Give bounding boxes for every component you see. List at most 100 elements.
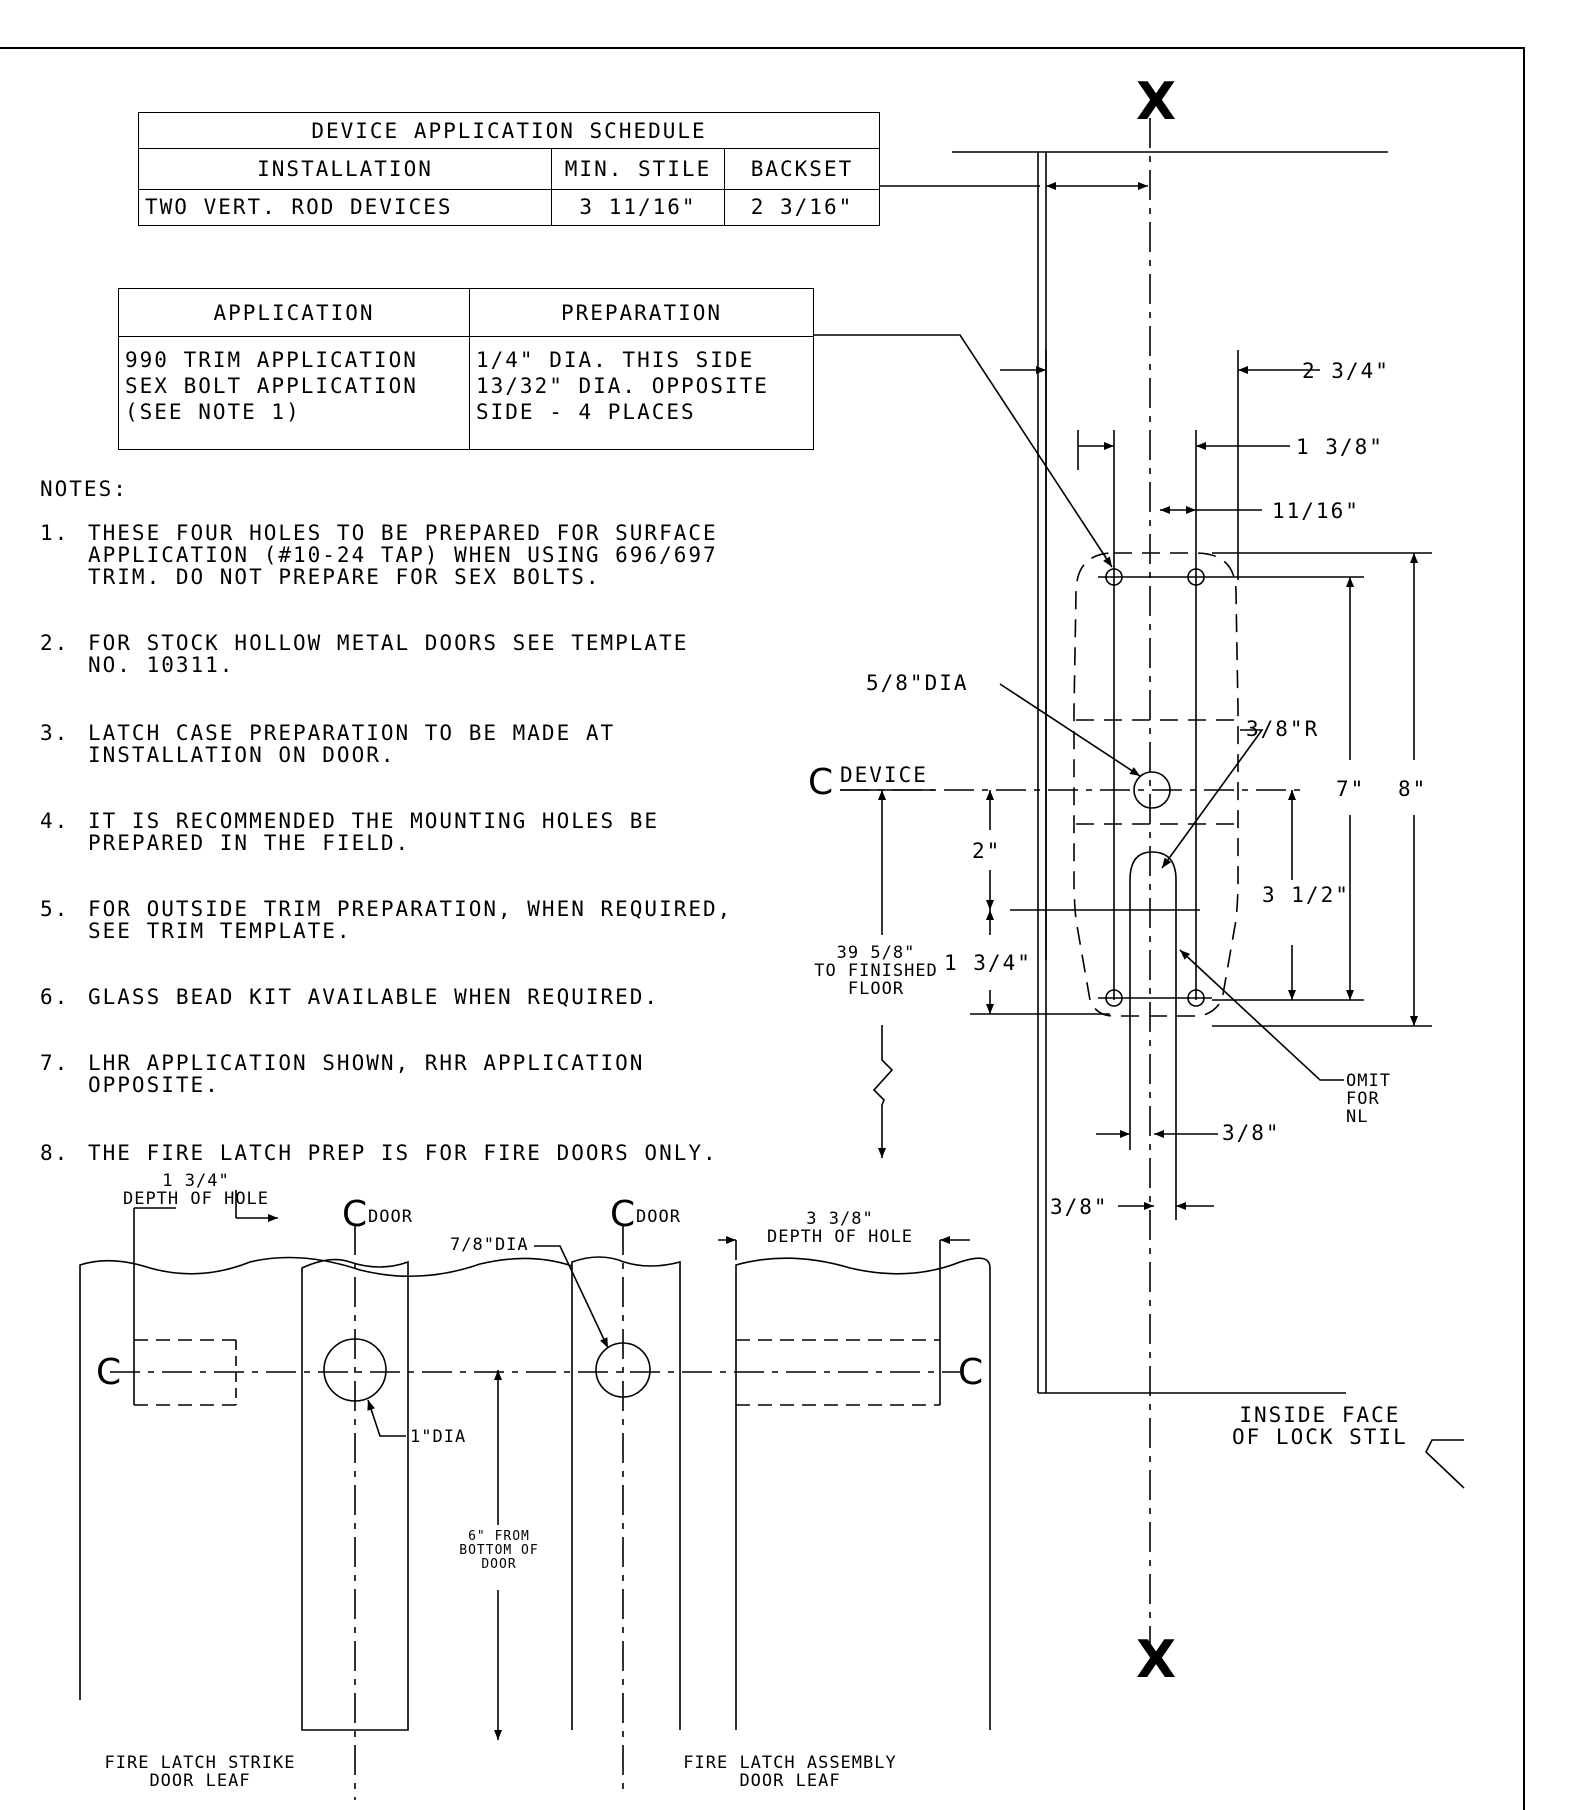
x-mark-top: X (1136, 72, 1177, 132)
note-line: LATCH CASE PREPARATION TO BE MADE AT (88, 721, 616, 745)
dim-3-8-label-a: 3/8" (1222, 1121, 1281, 1145)
strike-leaf-caption: FIRE LATCH STRIKE DOOR LEAF (80, 1754, 320, 1790)
assembly-caption-line: FIRE LATCH ASSEMBLY (683, 1753, 897, 1773)
depth-right-caption: DEPTH OF HOLE (766, 1227, 914, 1247)
from-bottom-line: DOOR (481, 1557, 517, 1572)
note-line: GLASS BEAD KIT AVAILABLE WHEN REQUIRED. (88, 985, 660, 1009)
latch-slot (1129, 851, 1177, 1016)
inside-face-line: OF LOCK STIL (1232, 1425, 1408, 1449)
note-number: 6. (40, 985, 70, 1009)
note-line: THESE FOUR HOLES TO BE PREPARED FOR SURF… (88, 521, 718, 545)
prep-prep-line: SIDE - 4 PLACES (476, 400, 696, 424)
note-1: 1. THESE FOUR HOLES TO BE PREPARED FOR SU… (40, 522, 718, 588)
note-5: 5. FOR OUTSIDE TRIM PREPARATION, WHEN REQ… (40, 898, 732, 942)
floor-note: 39 5/8" TO FINISHED FLOOR (796, 944, 956, 998)
prep-app-line: SEX BOLT APPLICATION (125, 374, 418, 398)
door-centerline-symbol-b: C (610, 1194, 636, 1235)
door-label-a: DOOR (368, 1207, 413, 1227)
note-6: 6. GLASS BEAD KIT AVAILABLE WHEN REQUIRED… (40, 986, 659, 1008)
note-line: NO. 10311. (88, 653, 235, 677)
dia-7-8-leader (534, 1245, 609, 1349)
depth-of-hole-left: 1 3/4" DEPTH OF HOLE (96, 1172, 296, 1208)
strike-caption-line: FIRE LATCH STRIKE (104, 1753, 296, 1773)
note-number: 2. (40, 631, 70, 655)
note-4: 4.IT IS RECOMMENDED THE MOUNTING HOLES B… (40, 810, 659, 854)
prep-header-application: APPLICATION (118, 288, 470, 337)
dia-5-8-label: 5/8"DIA (866, 671, 969, 695)
x-mark-bottom: X (1136, 1630, 1177, 1690)
schedule-cell-installation: TWO VERT. ROD DEVICES (138, 188, 552, 227)
note-line: TRIM. DO NOT PREPARE FOR SEX BOLTS. (88, 565, 601, 589)
dia-7-8-label: 7/8"DIA (450, 1235, 529, 1255)
note-number: 3. (40, 721, 70, 745)
note-line: OPPOSITE. (88, 1073, 220, 1097)
depth-of-hole-right: 3 3/8" DEPTH OF HOLE (740, 1210, 940, 1246)
rad-3-8-label: 3/8"R (1246, 717, 1320, 741)
note-line: LHR APPLICATION SHOWN, RHR APPLICATION (88, 1051, 645, 1075)
device-application-schedule: DEVICE APPLICATION SCHEDULE INSTALLATION… (138, 111, 880, 227)
device-centerline-symbol: C (808, 762, 834, 803)
dia-5-8-leader (999, 683, 1141, 777)
rad-3-8-leader (1161, 729, 1264, 869)
drawing-frame (0, 47, 1525, 1810)
prep-preparation-cell: 1/4" DIA. THIS SIDE 13/32" DIA. OPPOSITE… (469, 336, 814, 450)
depth-right-value: 3 3/8" (806, 1209, 874, 1229)
note-line: PREPARED IN THE FIELD. (88, 831, 411, 855)
notes-heading: NOTES: (40, 477, 128, 501)
dim-2-3-4-label: 2 3/4" (1302, 359, 1390, 383)
door-centerline-symbol-a: C (342, 1194, 368, 1235)
note-line: IT IS RECOMMENDED THE MOUNTING HOLES BE (88, 809, 660, 833)
latch-centerline-symbol-right: C (958, 1352, 984, 1393)
depth-left-value: 1 3/4" (162, 1171, 230, 1191)
assembly-caption-line: DOOR LEAF (739, 1771, 841, 1791)
from-bottom-note: 6" FROM BOTTOM OF DOOR (444, 1530, 554, 1572)
dim-1-3-4-label: 1 3/4" (944, 951, 1032, 975)
note-number: 5. (40, 897, 70, 921)
prep-leader (814, 334, 1113, 568)
escutcheon-outline (1073, 552, 1239, 1017)
omit-note-line: NL (1346, 1107, 1369, 1127)
inside-face-leader (1425, 1439, 1465, 1489)
note-2: 2. FOR STOCK HOLLOW METAL DOORS SEE TEMPL… (40, 632, 688, 676)
dia-1-label: 1"DIA (410, 1427, 467, 1447)
strike-leaf-outline (79, 1256, 573, 1700)
inside-face-line: INSIDE FACE (1239, 1403, 1401, 1427)
depth-left-caption: DEPTH OF HOLE (122, 1189, 270, 1209)
assembly-leaf-caption: FIRE LATCH ASSEMBLY DOOR LEAF (650, 1754, 930, 1790)
note-line: SEE TRIM TEMPLATE. (88, 919, 352, 943)
note-number: 8. (40, 1141, 70, 1165)
dim-3-8-label-b: 3/8" (1050, 1195, 1109, 1219)
omit-note-line: OMIT (1346, 1071, 1391, 1091)
floor-note-line: 39 5/8" (836, 943, 916, 963)
application-preparation-table: APPLICATION PREPARATION 990 TRIM APPLICA… (118, 288, 814, 450)
door-label-b: DOOR (636, 1207, 681, 1227)
dim-8-label: 8" (1398, 777, 1428, 801)
note-line: FOR STOCK HOLLOW METAL DOORS SEE TEMPLAT… (88, 631, 689, 655)
prep-application-cell: 990 TRIM APPLICATION SEX BOLT APPLICATIO… (118, 336, 470, 450)
dim-1-3-8-label: 1 3/8" (1296, 435, 1384, 459)
dim-11-16-label: 11/16" (1272, 499, 1360, 523)
latch-centerline-symbol-left: C (96, 1352, 122, 1393)
schedule-cell-backset: 2 3/16" (724, 188, 880, 227)
note-line: INSTALLATION ON DOOR. (88, 743, 396, 767)
note-line: FOR OUTSIDE TRIM PREPARATION, WHEN REQUI… (88, 897, 733, 921)
note-line: THE FIRE LATCH PREP IS FOR FIRE DOORS ON… (88, 1141, 718, 1165)
floor-note-line: TO FINISHED (814, 961, 938, 981)
prep-app-line: (SEE NOTE 1) (125, 400, 301, 424)
dim-7-label: 7" (1336, 777, 1366, 801)
dim-2-label: 2" (972, 839, 1002, 863)
floor-dim-break-line (872, 1025, 894, 1158)
prep-prep-line: 13/32" DIA. OPPOSITE (476, 374, 769, 398)
note-7: 7. LHR APPLICATION SHOWN, RHR APPLICATION… (40, 1052, 644, 1096)
omit-leader (1179, 949, 1344, 1081)
dim-3-1-2-label: 3 1/2" (1262, 883, 1350, 907)
omit-note-line: FOR (1346, 1089, 1380, 1109)
note-number: 7. (40, 1051, 70, 1075)
note-8: 8. THE FIRE LATCH PREP IS FOR FIRE DOORS … (40, 1142, 718, 1164)
from-bottom-line: BOTTOM OF (459, 1543, 539, 1558)
schedule-header-installation: INSTALLATION (138, 148, 552, 190)
from-bottom-line: 6" FROM (468, 1529, 530, 1544)
note-number: 1. (40, 521, 70, 545)
prep-prep-line: 1/4" DIA. THIS SIDE (476, 348, 755, 372)
